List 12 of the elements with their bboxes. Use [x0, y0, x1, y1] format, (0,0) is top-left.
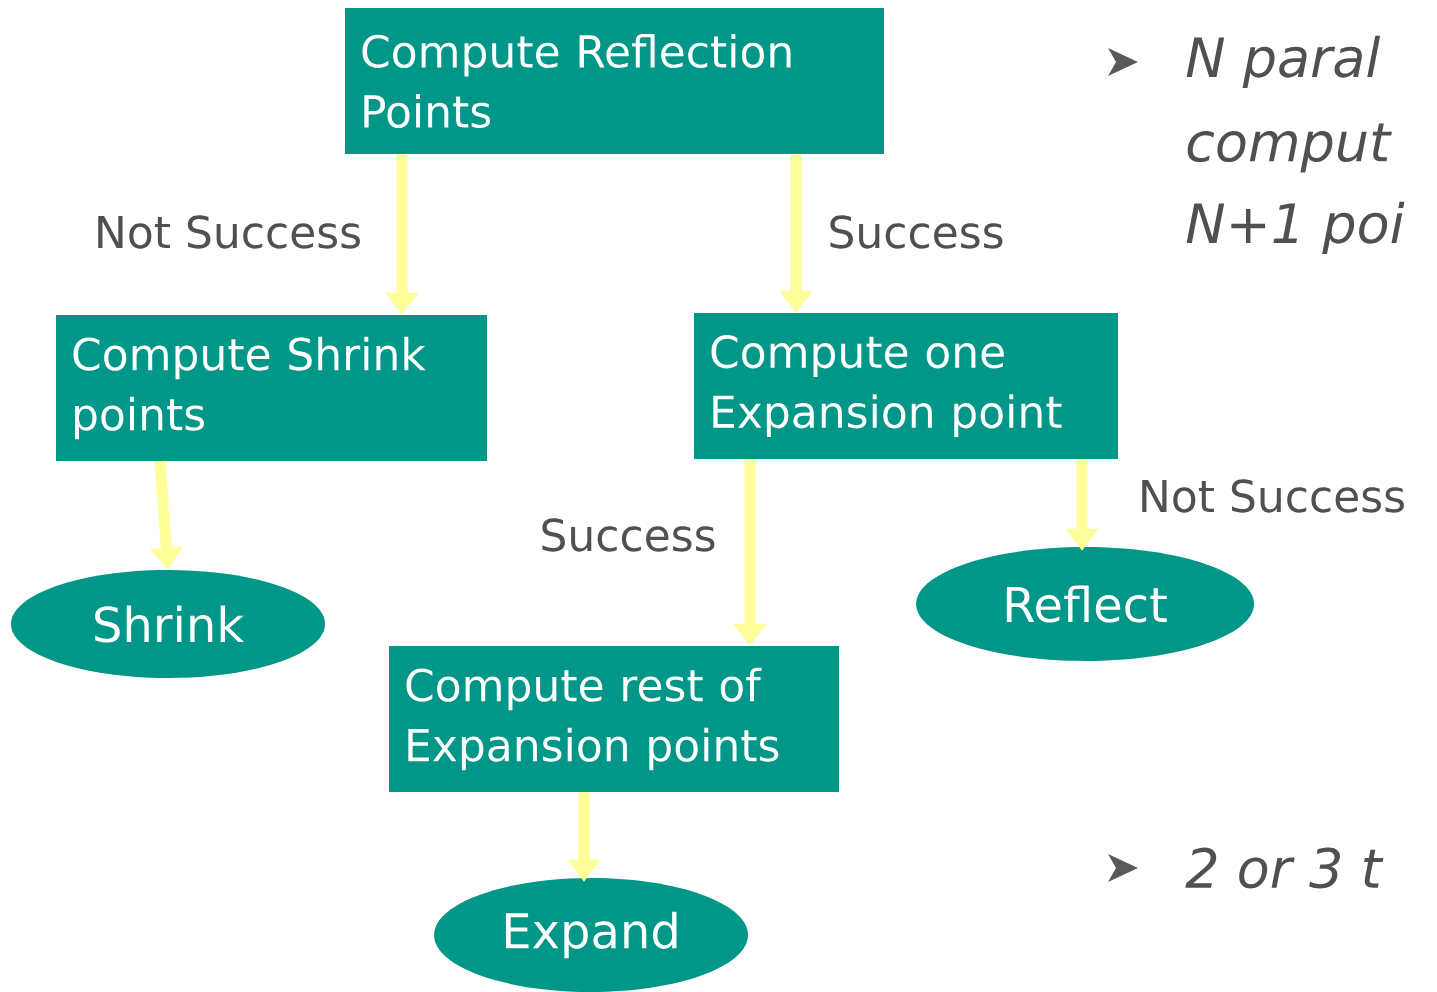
process-box: Compute rest of Expansion points: [389, 646, 839, 792]
edge-label: Success: [542, 518, 715, 552]
edge-label: Not Success: [98, 215, 360, 249]
bullet-text: 2 or 3 t: [1185, 847, 1384, 889]
bullet-text: N+1 poi: [1186, 201, 1405, 255]
bullet-text: comput: [1187, 123, 1392, 173]
process-box: Compute Shrink points: [56, 315, 487, 461]
process-box: Compute one Expansion point: [694, 313, 1118, 459]
bullet-text: N paral: [1186, 35, 1381, 89]
edge-label: Not Success: [1142, 479, 1404, 513]
edge-label: Success: [830, 215, 1003, 249]
process-box: Compute Reflection Points: [345, 8, 884, 154]
